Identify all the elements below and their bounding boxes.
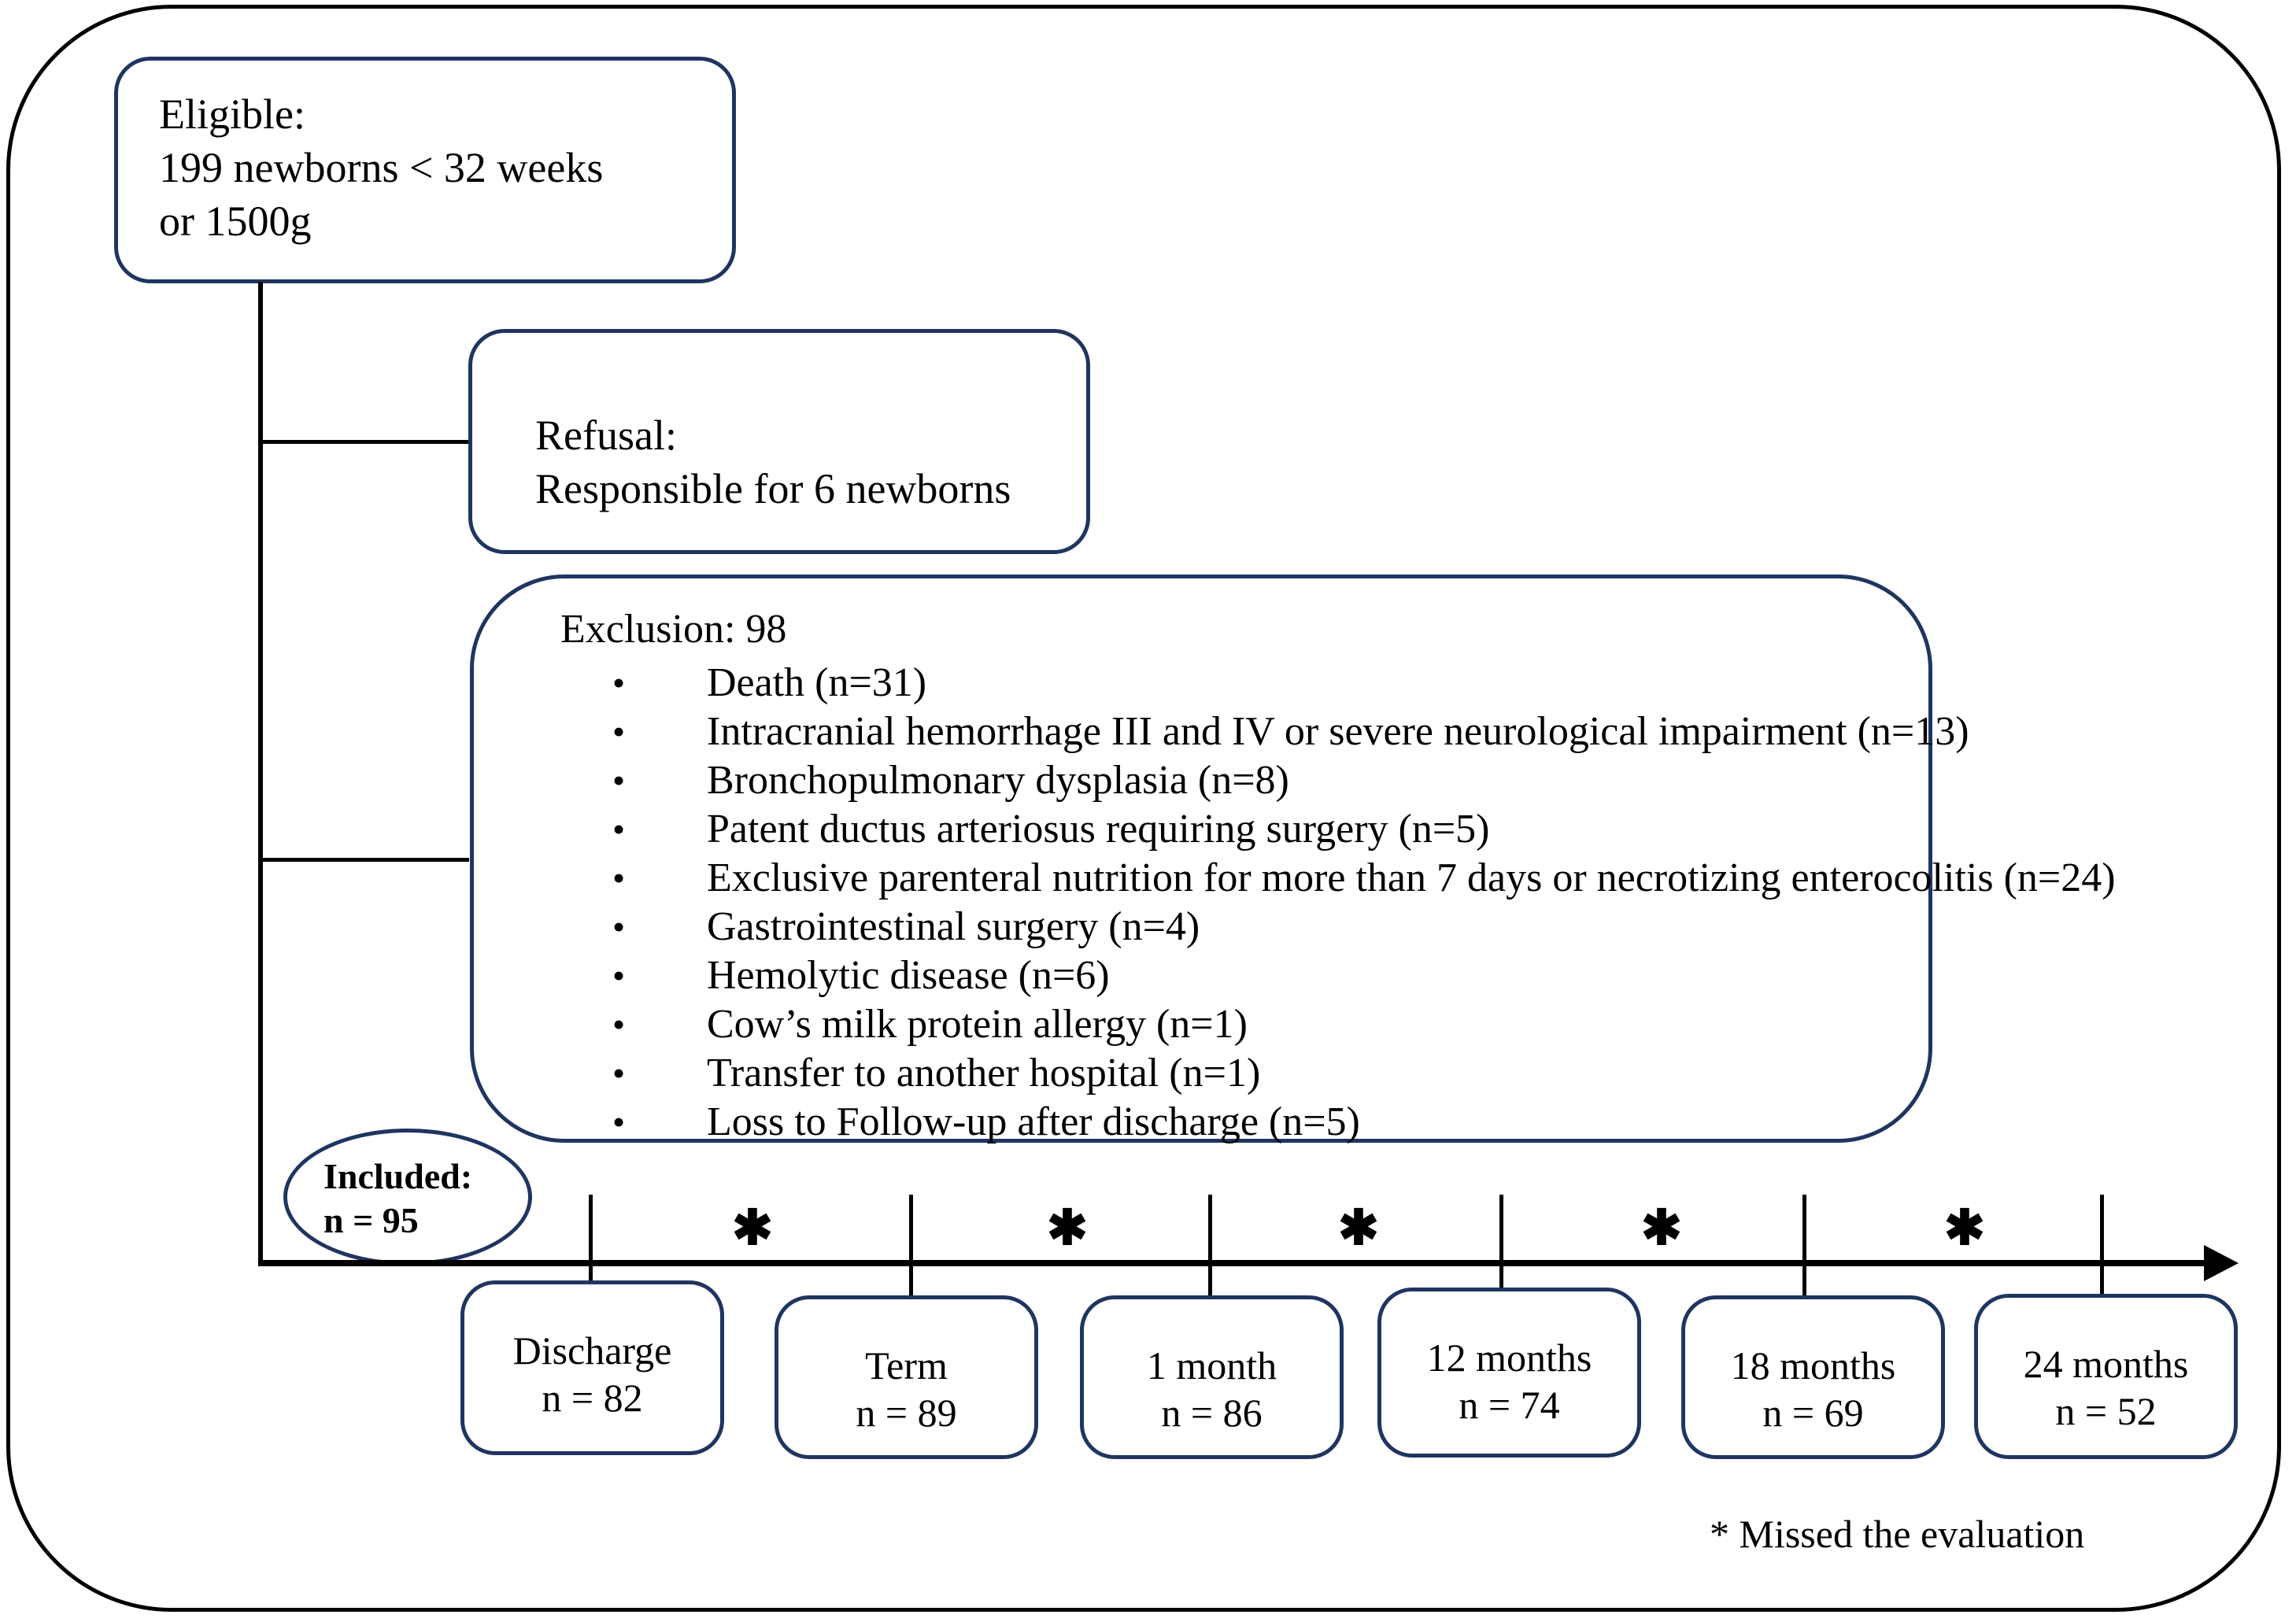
- missed-evaluation-star: ✱: [732, 1202, 773, 1255]
- timeline-box-count: n = 89: [856, 1391, 957, 1435]
- timeline-tick: [1802, 1195, 1806, 1311]
- list-item: • Transfer to another hospital (n=1): [474, 1049, 1928, 1098]
- list-item: • Patent ductus arteriosus requiring surg…: [474, 805, 1928, 854]
- missed-evaluation-star: ✱: [1641, 1202, 1682, 1255]
- outer-frame-border: [6, 5, 2281, 1612]
- included-ellipse: Included: n = 95: [283, 1129, 532, 1265]
- connector-branch-exclusion: [260, 858, 469, 862]
- timeline-axis: [258, 1260, 2210, 1266]
- timeline-tick: [589, 1195, 593, 1311]
- bullet-icon: •: [612, 663, 626, 703]
- timeline-tick: [1499, 1195, 1503, 1311]
- included-line-1: Included:: [324, 1156, 473, 1196]
- exclusion-item-text: Transfer to another hospital (n=1): [707, 1051, 1261, 1095]
- missed-evaluation-star: ✱: [1338, 1202, 1379, 1255]
- timeline-box-label: 12 months: [1426, 1336, 1592, 1380]
- timeline-box-term: Term n = 89: [775, 1295, 1038, 1459]
- list-item: • Hemolytic disease (n=6): [474, 951, 1928, 1000]
- timeline-box-label: 1 month: [1146, 1343, 1277, 1387]
- bullet-icon: •: [612, 809, 626, 849]
- timeline-box-label: 24 months: [2023, 1342, 2189, 1386]
- eligible-box: Eligible: 199 newborns < 32 weeks or 150…: [114, 57, 736, 283]
- exclusion-item-text: Loss to Follow-up after discharge (n=5): [707, 1099, 1360, 1144]
- timeline-tick: [1208, 1195, 1212, 1311]
- timeline-box-18-months: 18 months n = 69: [1681, 1295, 1945, 1459]
- exclusion-item-text: Patent ductus arteriosus requiring surge…: [707, 807, 1490, 852]
- timeline-box-24-months: 24 months n = 52: [1974, 1294, 2238, 1459]
- list-item: • Death (n=31): [474, 659, 1928, 708]
- timeline-box-count: n = 82: [542, 1376, 643, 1420]
- footnote-missed-evaluation: * Missed the evaluation: [1710, 1512, 2085, 1556]
- list-item: • Loss to Follow-up after discharge (n=5): [474, 1098, 1928, 1147]
- exclusion-item-text: Gastrointestinal surgery (n=4): [707, 904, 1200, 949]
- connector-branch-refusal: [260, 440, 471, 444]
- list-item: • Exclusive parenteral nutrition for more…: [474, 854, 2116, 903]
- refusal-line-1: Refusal:: [535, 412, 677, 459]
- bullet-icon: •: [612, 1004, 626, 1044]
- list-item: • Bronchopulmonary dysplasia (n=8): [474, 756, 1928, 805]
- bullet-icon: •: [612, 907, 626, 947]
- exclusion-item-text: Exclusive parenteral nutrition for more …: [707, 855, 2116, 900]
- timeline-box-count: n = 86: [1161, 1391, 1263, 1435]
- bullet-icon: •: [612, 955, 626, 996]
- timeline-box-count: n = 69: [1762, 1391, 1864, 1435]
- bullet-icon: •: [612, 711, 626, 752]
- included-text: Included: n = 95: [324, 1155, 472, 1243]
- included-line-2: n = 95: [324, 1200, 419, 1240]
- bullet-icon: •: [612, 1102, 626, 1142]
- timeline-box-label: 18 months: [1730, 1343, 1896, 1387]
- refusal-box: Refusal: Responsible for 6 newborns: [468, 329, 1090, 554]
- exclusion-item-text: Death (n=31): [707, 660, 927, 705]
- list-item: • Gastrointestinal surgery (n=4): [474, 903, 1928, 951]
- timeline-arrow-icon: [2204, 1245, 2239, 1281]
- bullet-icon: •: [612, 1053, 626, 1093]
- timeline-box-1-month: 1 month n = 86: [1080, 1295, 1344, 1459]
- eligible-line-2: 199 newborns < 32 weeks: [159, 144, 604, 191]
- eligible-line-3: or 1500g: [159, 198, 312, 245]
- exclusion-box: Exclusion: 98 • Death (n=31) • Intracrania…: [470, 575, 2116, 1144]
- timeline-tick: [2100, 1195, 2104, 1311]
- exclusion-title: Exclusion: 98: [560, 607, 787, 652]
- exclusion-item-text: Hemolytic disease (n=6): [707, 953, 1110, 998]
- refusal-line-2: Responsible for 6 newborns: [535, 465, 1011, 512]
- timeline-box-label: Term: [865, 1343, 948, 1387]
- list-item: • Intracranial hemorrhage III and IV or s…: [474, 708, 1969, 756]
- timeline-box-12-months: 12 months n = 74: [1377, 1288, 1641, 1458]
- timeline-box-discharge: Discharge n = 82: [460, 1280, 724, 1455]
- bullet-icon: •: [612, 858, 626, 898]
- exclusion-item-text: Cow’s milk protein allergy (n=1): [707, 1002, 1248, 1047]
- timeline-tick: [909, 1195, 913, 1311]
- connector-trunk: [258, 282, 263, 1264]
- exclusion-item-text: Bronchopulmonary dysplasia (n=8): [707, 758, 1289, 803]
- bullet-icon: •: [612, 760, 626, 800]
- missed-evaluation-star: ✱: [1944, 1202, 1985, 1255]
- exclusion-item-text: Intracranial hemorrhage III and IV or se…: [707, 709, 1969, 754]
- timeline-box-count: n = 52: [2055, 1389, 2157, 1433]
- exclusion-list: • Death (n=31) • Intracranial hemorrhage I…: [474, 659, 2116, 1147]
- timeline-box-label: Discharge: [512, 1328, 672, 1373]
- timeline-box-count: n = 74: [1459, 1383, 1560, 1427]
- missed-evaluation-star: ✱: [1047, 1202, 1088, 1255]
- eligible-line-1: Eligible:: [159, 91, 305, 138]
- list-item: • Cow’s milk protein allergy (n=1): [474, 1000, 1928, 1049]
